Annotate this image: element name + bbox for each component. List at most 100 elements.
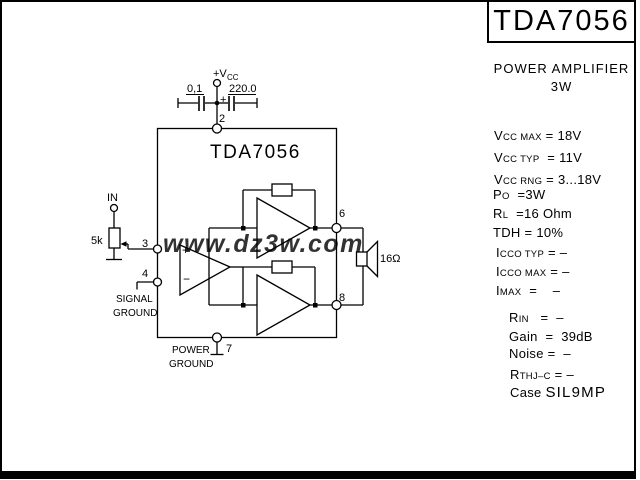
spec-segment: L [502,210,509,221]
spec-line: IMAX = – [496,282,570,301]
supply-junction [214,100,220,106]
spec-segment: Gain = 39dB [509,329,593,344]
circuit-wires [106,86,379,356]
spec-segment: IN [518,314,529,325]
power-ground-label-2: GROUND [169,359,213,370]
spec-segment: TDH [493,225,521,240]
speaker-horn [366,239,379,279]
lower-amp-triangle [256,273,312,337]
pin-terminals [109,78,342,343]
junction-dots [120,100,318,308]
pot-wiper-arrow [120,241,127,247]
border-bottom-bar [0,471,636,479]
border-left [0,0,2,472]
spec-segment: CCO TYP [499,249,545,260]
pin6-circle [331,222,342,234]
spec-group: RIN = –Gain = 39dB Noise = – [509,309,593,362]
spec-segment: P [493,187,502,202]
spec-segment: = 11V [539,150,583,165]
cap2-label: 220.0 [229,83,257,95]
spec-line: VCC MAX = 18V [494,126,601,148]
spec-segment: MAX [499,287,522,298]
spec-segment: = – [544,245,568,260]
pin3-circle [152,244,163,254]
spec-line: RIN = – [509,309,593,328]
spec-segment: V [494,172,503,187]
pin2-label: 2 [219,113,225,125]
input-amp-triangle [179,244,232,297]
spec-line: VCC TYP = 11V [494,148,601,170]
spec-line: ICCO MAX = – [496,263,570,282]
spec-segment: THJ–C [519,371,551,382]
pin7-circle [211,332,223,343]
border-top [0,0,488,2]
border-right [634,0,636,472]
pin8-label: 8 [339,292,345,304]
spec-segment: = 10% [520,225,564,240]
spec-segment: CC MAX [502,132,542,143]
spec-segment: R [510,367,520,382]
pin4-label: 4 [142,268,148,280]
junction-a [241,226,246,231]
pin3-label: 3 [142,238,148,250]
spec-segment: =3W [509,187,546,202]
spec-line: Gain = 39dB [509,328,593,345]
power-ground-label-1: POWER [172,345,210,356]
spec-line: ICCO TYP = – [496,244,570,263]
chip-label: TDA7056 [210,142,301,163]
amp-minus-sign: − [183,272,190,286]
vcc-terminal [212,78,222,88]
amp-plus-sign: + [182,243,189,257]
fb1-resistor [271,183,293,197]
spec-segment: CC TYP [502,154,540,165]
junction-b [313,226,318,231]
circuit-labels: +V CC 0,1 220.0 + 2 TDA7056 IN 5k 3 4 SI… [91,68,400,370]
subtitle-line1: POWER AMPLIFIER [493,61,630,76]
part-number-title-box: TDA7056 [487,0,636,43]
spec-segment: = – [528,310,564,325]
spec-segment: I [496,245,500,260]
speaker-body [355,251,368,267]
spec-segment: CC RNG [502,176,543,187]
fb2-resistor [271,260,293,274]
spec-segment: Noise = – [509,346,571,361]
cap1-label: 0,1 [187,83,202,95]
spec-segment: = 18V [541,128,582,143]
spec-line: VCC RNG = 3...18V [494,170,601,192]
spec-segment: R [493,206,503,221]
input-terminal [109,203,119,213]
spec-segment: O [501,191,510,202]
subtitle-line2: 3W [550,79,573,94]
input-label: IN [107,192,118,204]
spec-segment: Case [510,385,546,400]
speaker-load-label: 16Ω [380,253,400,265]
pin7-label: 7 [226,343,232,355]
junction-c [241,303,246,308]
spec-segment: = – [546,264,570,279]
spec-group: RTHJ–C = –Case SIL9MP [510,367,606,401]
spec-segment: SIL9MP [545,384,607,401]
spec-segment: =16 Ohm [508,206,573,221]
spec-segment: = 3...18V [542,172,602,187]
pin8-circle [331,299,342,311]
spec-line: Case SIL9MP [510,385,606,401]
spec-segment: V [494,150,503,165]
spec-segment: = – [521,283,561,298]
vcc-label: +V [213,68,227,80]
cap2-polarity: + [220,94,226,106]
vcc-sub-label: CC [227,73,239,82]
spec-group: ICCO TYP = –ICCO MAX = –IMAX = – [496,244,570,301]
spec-segment: I [496,264,500,279]
pin4-circle [152,277,163,287]
signal-ground-label-1: SIGNAL [116,294,153,305]
pin2-circle [211,123,223,134]
signal-ground-label-2: GROUND [113,308,157,319]
spec-segment: I [496,283,500,298]
pot-body [108,227,121,249]
spec-line: RTHJ–C = – [510,367,606,385]
part-number-title: TDA7056 [493,5,630,37]
pin6-label: 6 [339,208,345,220]
